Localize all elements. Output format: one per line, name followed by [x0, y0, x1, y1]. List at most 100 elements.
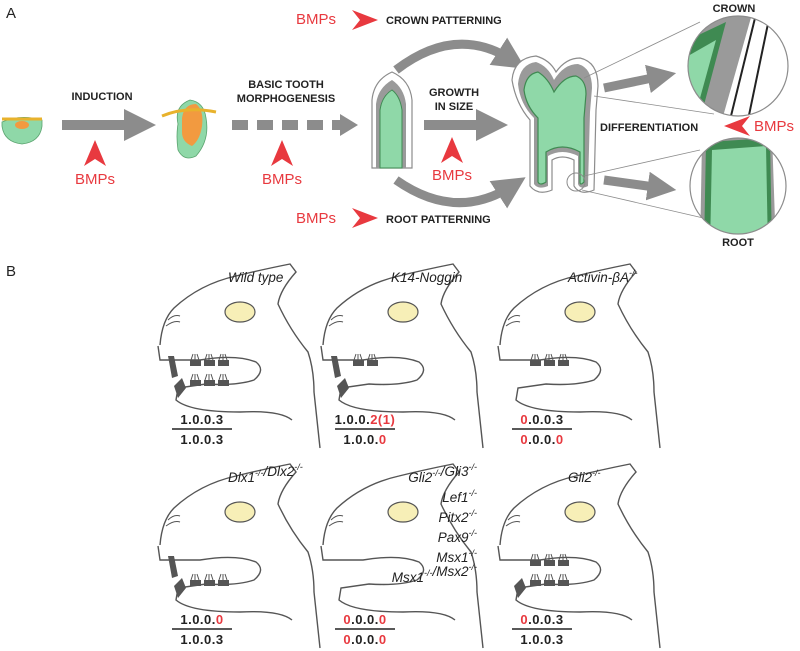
formula-lower: 1.0.0.3 [180, 432, 223, 447]
formula-upper: 0.0.0.3 [520, 612, 563, 627]
upper-incisor [168, 356, 178, 378]
formula-upper: 1.0.0.3 [180, 412, 223, 427]
eye [387, 501, 419, 523]
lower-incisor [174, 378, 186, 398]
missing-tooth-count: 0 [520, 612, 528, 627]
upper-molar [558, 560, 569, 566]
lower-molar [204, 580, 215, 586]
eye [564, 501, 596, 523]
lower-molar [558, 580, 569, 586]
genotype-name: Pitx2-/- [438, 508, 477, 525]
eye [387, 301, 419, 323]
upper-molar [530, 360, 541, 366]
missing-tooth-count: 0 [379, 612, 387, 627]
upper-molar [558, 360, 569, 366]
crown-zoom-circle [583, 15, 789, 117]
lower-molar [530, 580, 541, 586]
upper-molar [204, 360, 215, 366]
missing-tooth-count: 0 [520, 412, 528, 427]
morphogenesis-caption-line2: MORPHOGENESIS [237, 93, 335, 105]
differentiation-caption: DIFFERENTIATION [600, 122, 698, 134]
lower-molar [190, 380, 201, 386]
stage-young-tooth [371, 71, 413, 169]
root-zoom-circle [566, 137, 787, 235]
lower-molar [190, 580, 201, 586]
eye [224, 501, 256, 523]
genotype-panel: Gli2-/- 0.0.0.3 1.0.0.3 [497, 463, 661, 649]
bmp-label-growth: BMPs [432, 167, 472, 184]
formula-upper: 1.0.0.0 [180, 612, 223, 627]
crown-patterning-caption: CROWN PATTERNING [386, 15, 502, 27]
upper-molar [353, 360, 364, 366]
genotype-name: Msx1-/-/Msx2-/- [392, 562, 477, 585]
panel-a-label: A [6, 5, 16, 22]
genotype-name: Gli2-/-/Gli3-/- [408, 462, 477, 485]
morphogenesis-arrow [232, 114, 358, 136]
bmp-label-crown-patterning: BMPs [296, 11, 336, 28]
lower-molar [218, 580, 229, 586]
root-differentiation-arrow [603, 171, 677, 201]
panel-b-label: B [6, 263, 16, 280]
bmp-differentiation-arrowhead [724, 116, 750, 136]
root-caption: ROOT [722, 237, 754, 249]
genotype-name: Activin-βA-/- [567, 268, 637, 285]
upper-molar [544, 560, 555, 566]
missing-tooth-count: 0 [379, 432, 387, 447]
root-patterning-caption: ROOT PATTERNING [386, 214, 491, 226]
eye [564, 301, 596, 323]
formula-lower: 0.0.0.0 [520, 432, 563, 447]
formula-lower: 1.0.0.0 [343, 432, 386, 447]
lower-molar [218, 380, 229, 386]
missing-tooth-count: 0 [379, 632, 387, 647]
bmp-induction-arrowhead [84, 140, 106, 166]
formula-upper: 0.0.0.0 [343, 612, 386, 627]
genotype-panels: Wild type1.0.0.31.0.0.3K14-Noggin1.0.0.2… [157, 263, 661, 649]
lower-molar [544, 580, 555, 586]
bmp-crown-patterning-arrowhead [352, 10, 378, 30]
genotype-name: Dlx1-/-/Dlx2-/- [228, 462, 303, 485]
bmp-root-patterning-arrowhead [352, 208, 378, 228]
bmp-label-induction: BMPs [75, 171, 115, 188]
formula-lower: 1.0.0.3 [520, 632, 563, 647]
upper-molar [530, 560, 541, 566]
upper-molar [190, 360, 201, 366]
genotype-name: Wild type [228, 270, 283, 285]
growth-caption-line1: GROWTH [429, 87, 479, 99]
upper-incisor [168, 556, 178, 578]
growth-caption-line2: IN SIZE [435, 101, 474, 113]
lower-incisor [174, 578, 186, 598]
induction-caption: INDUCTION [71, 91, 132, 103]
crown-caption: CROWN [713, 3, 756, 15]
formula-lower: 1.0.0.3 [180, 632, 223, 647]
eye [224, 301, 256, 323]
formula-lower: 0.0.0.0 [343, 632, 386, 647]
root-patterning-arrow [393, 176, 526, 209]
genotype-panel: Dlx1-/-/Dlx2-/- 1.0.0.0 1.0.0.3 [157, 462, 321, 649]
genotype-name: Gli2-/- [568, 468, 601, 485]
upper-molar [218, 360, 229, 366]
missing-tooth-count: 0 [343, 612, 351, 627]
stage-molar [511, 55, 599, 193]
missing-tooth-count: 0 [556, 432, 564, 447]
missing-tooth-count: 0 [520, 432, 528, 447]
bmp-label-root-patterning: BMPs [296, 210, 336, 227]
morphogenesis-caption-line1: BASIC TOOTH [248, 79, 324, 91]
stage-bud-germ [161, 99, 217, 159]
bmp-morphogenesis-arrowhead [271, 140, 293, 166]
missing-tooth-count: 0 [343, 632, 351, 647]
genotype-panel: Wild type 1.0.0.3 1.0.0.3 [157, 263, 321, 449]
crown-patterning-arrow [393, 37, 526, 74]
genotype-panel: Gli2-/-/Gli3-/-Lef1-/-Pitx2-/-Pax9-/-Msx… [320, 462, 484, 649]
stage-initiation-germ [1, 117, 43, 145]
bmp-label-morphogenesis: BMPs [262, 171, 302, 188]
upper-molar [544, 360, 555, 366]
missing-tooth-count: 0 [216, 612, 224, 627]
lower-incisor [337, 378, 349, 398]
missing-tooth-count: 2(1) [370, 412, 395, 427]
crown-differentiation-arrow [603, 64, 677, 94]
genotype-name: Msx1-/- [436, 548, 477, 565]
lower-incisor [514, 578, 526, 598]
genotype-name: Lef1-/- [442, 488, 477, 505]
